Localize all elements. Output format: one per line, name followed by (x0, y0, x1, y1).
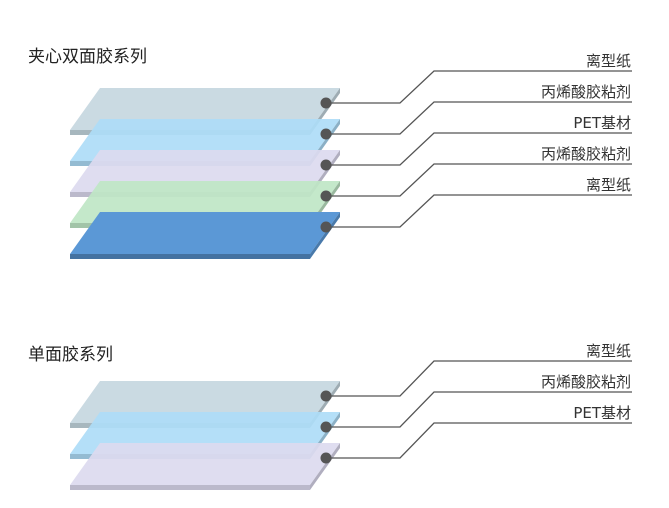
connector-line-1-0 (326, 360, 632, 397)
connector-dot-0-2 (320, 159, 332, 171)
connector-line-1-2 (326, 422, 632, 459)
layer-label-0-3: 丙烯酸胶粘剂 (540, 145, 631, 163)
connector-line-0-3 (326, 163, 632, 197)
layer-side-1-2 (310, 443, 340, 490)
layer-label-1-2: PET基材 (573, 404, 631, 422)
connector-dot-1-1 (320, 421, 332, 433)
section-title-sandwich: 夹心双面胶系列 (28, 47, 147, 67)
connector-dot-1-0 (320, 390, 332, 402)
layer-label-0-0: 离型纸 (585, 52, 631, 70)
layer-label-0-1: 丙烯酸胶粘剂 (540, 83, 631, 101)
connector-line-0-0 (326, 70, 632, 104)
layer-sheet-0-4 (70, 212, 340, 254)
layer-label-1-0: 离型纸 (585, 342, 631, 360)
layer-edge-1-2 (70, 485, 310, 490)
connector-line-0-2 (326, 132, 632, 166)
connector-dot-0-0 (320, 97, 332, 109)
connector-line-0-1 (326, 101, 632, 135)
layer-label-0-4: 离型纸 (585, 176, 631, 194)
layer-label-0-2: PET基材 (573, 114, 631, 132)
connector-dot-0-4 (320, 221, 332, 233)
layer-edge-0-4 (70, 254, 310, 259)
layer-sheet-1-2 (70, 443, 340, 485)
layer-label-1-1: 丙烯酸胶粘剂 (540, 373, 631, 391)
connector-dot-0-3 (320, 190, 332, 202)
layer-side-0-4 (310, 212, 340, 259)
connector-dot-1-2 (320, 452, 332, 464)
connector-line-0-4 (326, 194, 632, 228)
connector-line-1-1 (326, 391, 632, 428)
connector-dot-0-1 (320, 128, 332, 140)
section-title-single: 单面胶系列 (28, 345, 113, 365)
